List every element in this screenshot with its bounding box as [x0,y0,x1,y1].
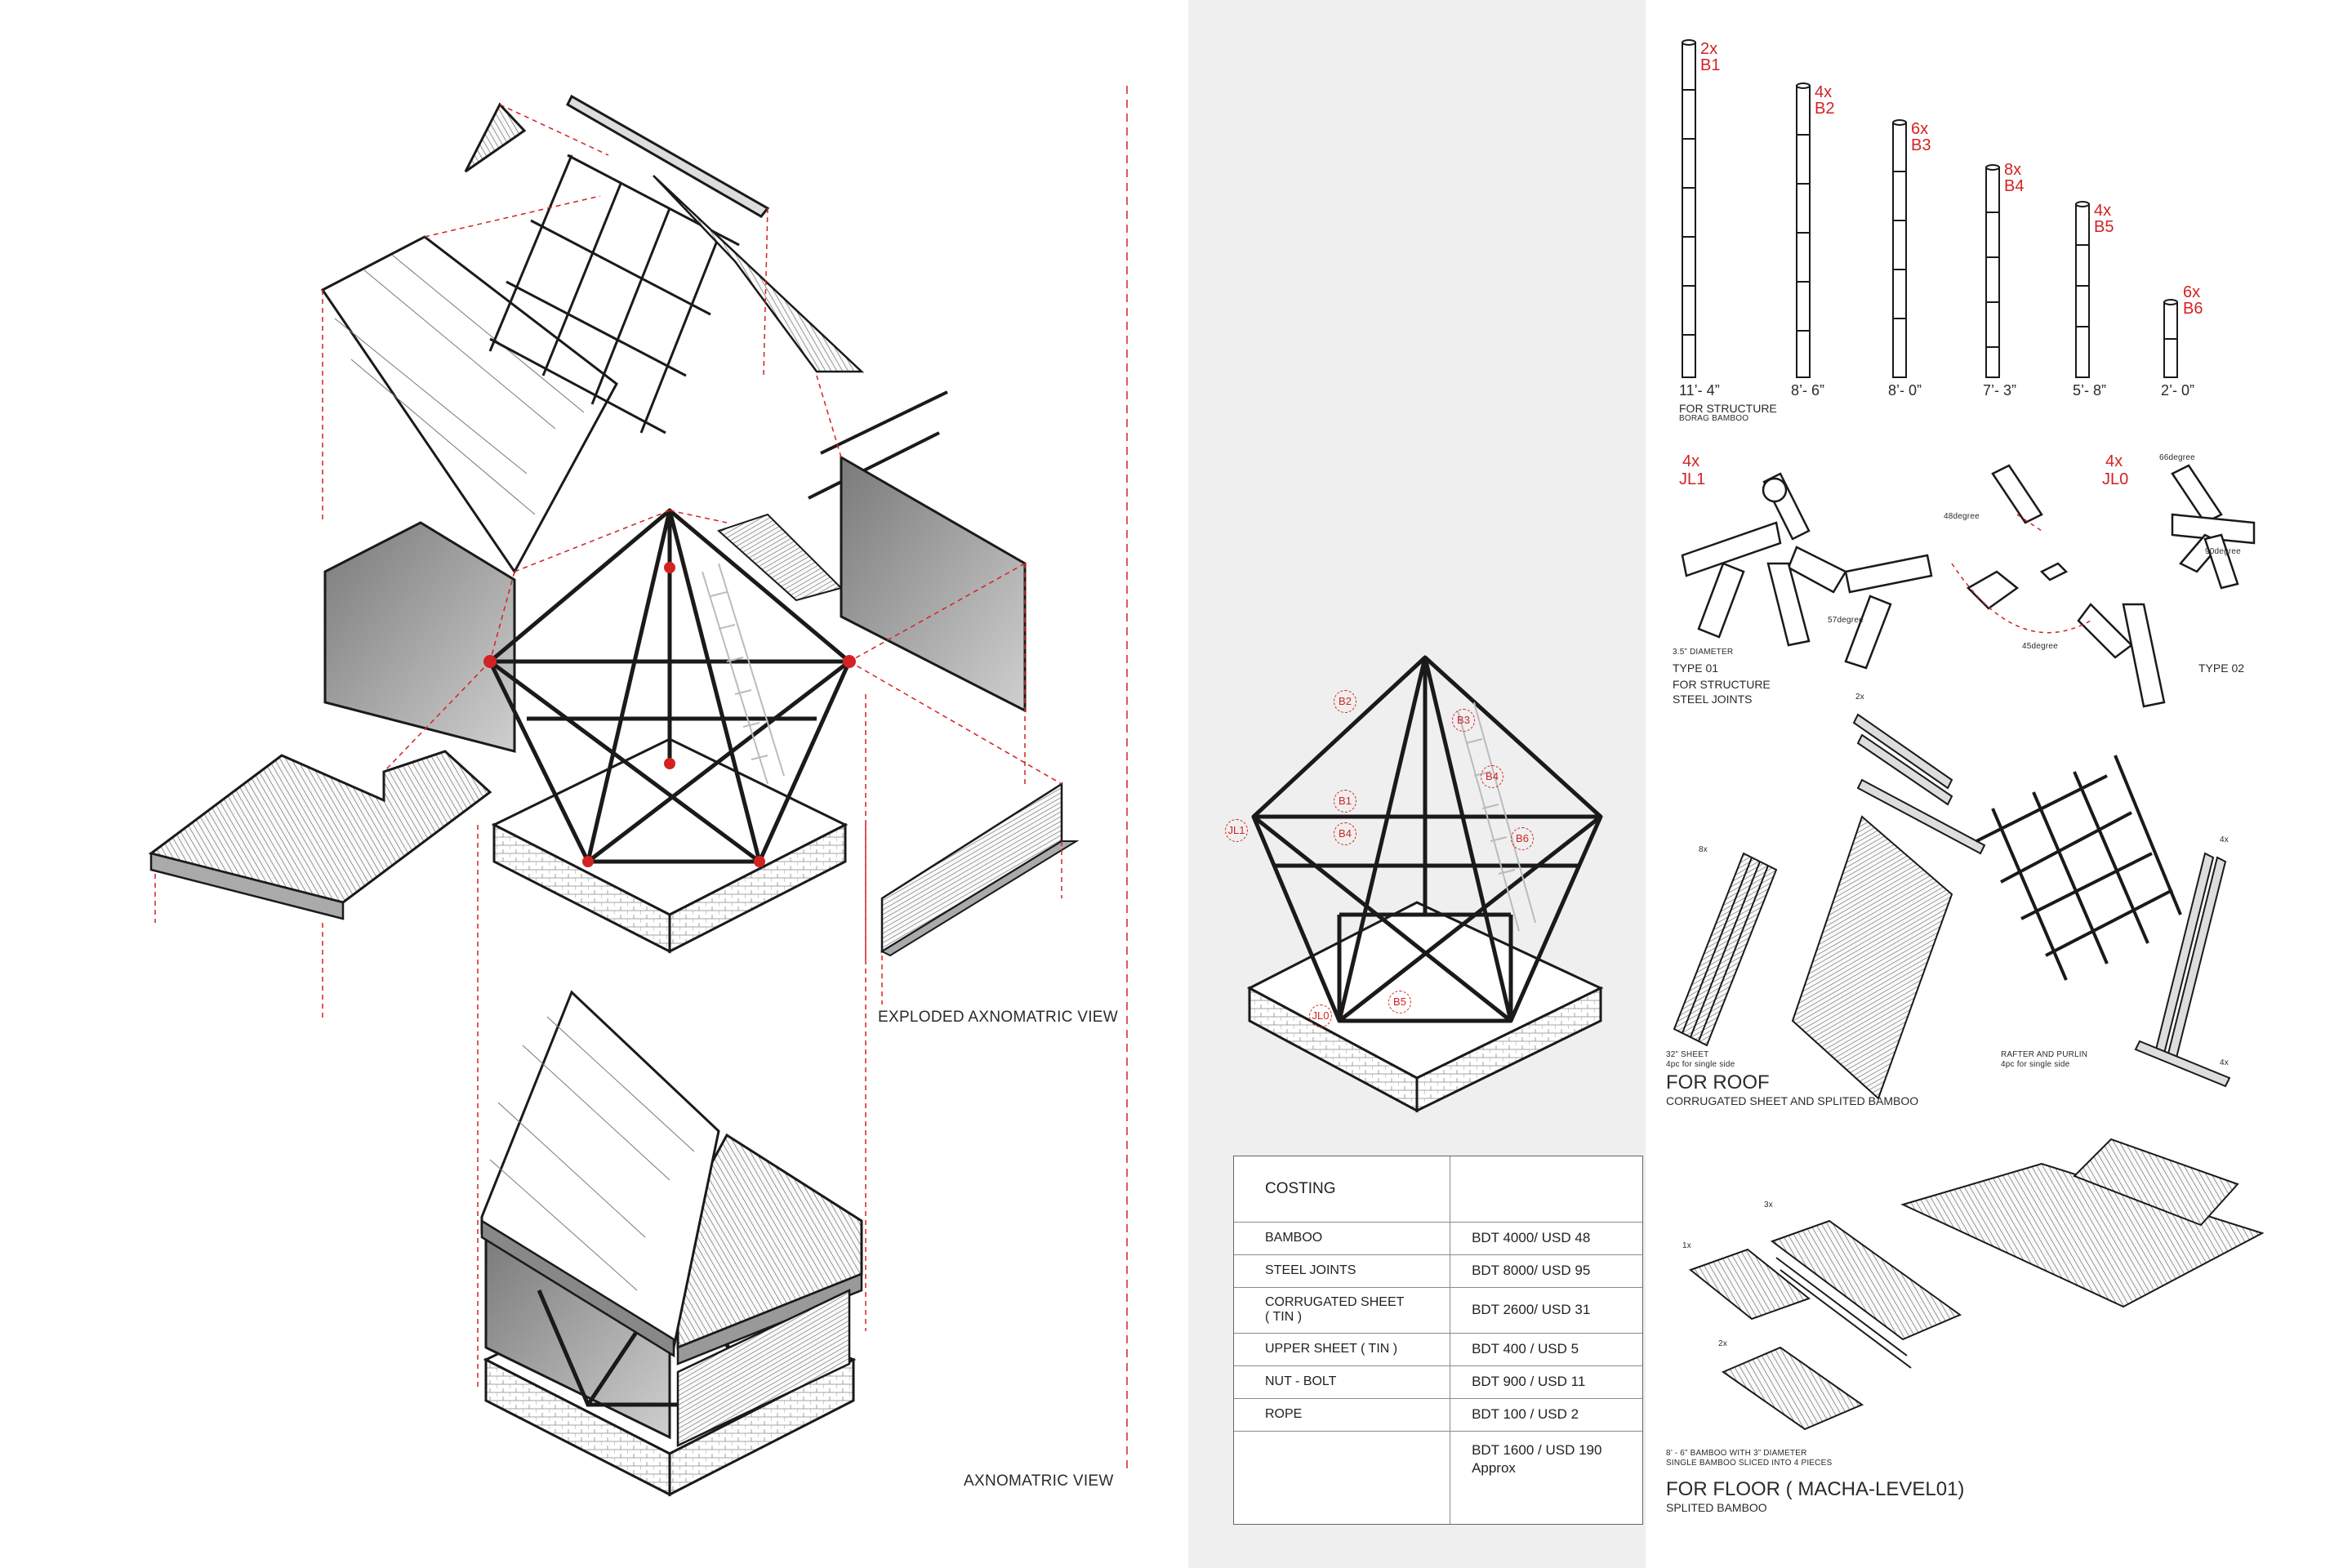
floor-count-1x: 1x [1682,1241,1691,1250]
bamboo-b2-count: 4x [1815,83,1833,101]
tag-jl1: JL1 [1225,819,1248,842]
roof-count-right1: 4x [2220,835,2229,844]
jl0-code: JL0 [2102,470,2129,488]
roof-sheet-label: 32” SHEET [1666,1050,1709,1059]
roof-title: FOR ROOF [1666,1071,1770,1094]
bamboo-b4-length: 7’- 3” [1983,382,2017,399]
label-48degree: 48degree [1944,512,1980,521]
bamboo-b4-code: B4 [2004,177,2025,195]
tag-b2: B2 [1334,690,1356,713]
label-90degree: 90degree [2205,547,2241,556]
bamboo-poles [1682,39,2178,378]
cost-value-upper-sheet: BDT 400 / USD 5 [1450,1332,1642,1365]
roof-sheet-sub: 4pc for single side [1666,1060,1735,1069]
jl1-code: JL1 [1679,470,1706,488]
label-66degree: 66degree [2159,453,2195,462]
bamboo-b5-length: 5’- 8” [2073,382,2107,399]
bamboo-b6-count: 6x [2183,283,2201,301]
cost-total: BDT 1600 / USD 190 Approx [1450,1430,1642,1524]
cost-value-nut-bolt: BDT 900 / USD 11 [1450,1365,1642,1398]
costing-table: COSTING BAMBOO BDT 4000/ USD 48 STEEL JO… [1233,1156,1643,1525]
bamboo-b3-count: 6x [1911,120,1929,138]
label-57degree: 57degree [1828,616,1864,625]
cost-total-blank [1234,1430,1450,1524]
bamboo-b3-code: B3 [1911,136,1931,154]
cost-item-corrugated-sheet: CORRUGATED SHEET ( TIN ) [1234,1286,1450,1333]
floor-pieces-drawing [1688,1138,2265,1431]
roof-count-sheets: 8x [1699,845,1708,854]
cost-value-bamboo: BDT 4000/ USD 48 [1450,1221,1642,1254]
bamboo-b1-count: 2x [1700,40,1718,58]
roof-count-right2: 4x [2220,1058,2229,1067]
cost-item-upper-sheet: UPPER SHEET ( TIN ) [1234,1332,1450,1365]
floor-sub: SPLITED BAMBOO [1666,1501,1767,1514]
joint-caption1: FOR STRUCTURE [1673,678,1771,691]
tag-b4-left: B4 [1334,822,1356,845]
joint-caption2: STEEL JOINTS [1673,693,1753,706]
cost-item-steel-joints: STEEL JOINTS [1234,1254,1450,1287]
label-45degree: 45degree [2022,642,2058,651]
cost-value-corrugated-sheet: BDT 2600/ USD 31 [1450,1286,1642,1333]
cost-item-nut-bolt: NUT - BOLT [1234,1365,1450,1398]
tag-b6: B6 [1511,827,1534,850]
bamboo-b6-code: B6 [2183,300,2203,318]
tag-b3: B3 [1452,709,1475,732]
bamboo-b3-length: 8’- 0” [1888,382,1922,399]
bamboo-caption: FOR STRUCTURE [1679,402,1777,415]
steel-joints-drawing [1681,464,2256,708]
roof-pieces-drawing [1673,713,2231,1100]
exploded-view-title: EXPLODED AXNOMATRIC VIEW [878,1009,1119,1026]
cost-value-rope: BDT 100 / USD 2 [1450,1397,1642,1431]
bamboo-sub: BORAG BAMBOO [1679,414,1749,423]
joint-type02: TYPE 02 [2198,662,2245,675]
bamboo-b2-length: 8’- 6” [1791,382,1825,399]
cost-total-value: BDT 1600 / USD 190 [1472,1441,1602,1458]
floor-count-2x: 2x [1718,1339,1727,1348]
tag-jl0: JL0 [1309,1004,1332,1027]
floor-title: FOR FLOOR ( MACHA-LEVEL01) [1666,1478,1965,1500]
assembled-axonometric-drawing [480,990,863,1497]
costing-title: COSTING [1265,1179,1336,1197]
axonometric-view-title: AXNOMATRIC VIEW [964,1472,1114,1490]
cost-item-rope: ROPE [1234,1397,1450,1431]
floor-label: 8’ - 6” BAMBOO WITH 3” DIAMETER [1666,1449,1807,1458]
floor-label-sub: SINGLE BAMBOO SLICED INTO 4 PIECES [1666,1459,1833,1468]
jl0-count: 4x [2105,452,2123,470]
jl1-count: 4x [1682,452,1700,470]
joint-diameter: 3.5” DIAMETER [1673,648,1734,657]
cost-total-note: Approx [1472,1459,1516,1476]
rafter-label: RAFTER AND PURLIN [2001,1050,2088,1059]
floor-count-3x: 3x [1764,1200,1773,1209]
tag-b4-right: B4 [1481,765,1503,788]
joint-type01: TYPE 01 [1673,662,1719,675]
bamboo-b4-count: 8x [2004,161,2022,179]
roof-count-top: 2x [1855,693,1864,702]
costing-title-blank [1450,1156,1642,1222]
rafter-sub: 4pc for single side [2001,1060,2070,1069]
bamboo-b1-code: B1 [1700,56,1721,74]
bamboo-b6-length: 2’- 0” [2161,382,2195,399]
bamboo-b5-count: 4x [2094,202,2112,220]
tag-b5: B5 [1388,991,1411,1013]
bamboo-b2-code: B2 [1815,100,1835,118]
bamboo-b1-length: 11’- 4” [1679,382,1720,399]
cost-item-bamboo: BAMBOO [1234,1221,1450,1254]
roof-sub: CORRUGATED SHEET AND SPLITED BAMBOO [1666,1094,1919,1107]
exploded-axonometric-drawing [148,86,1128,1470]
cost-value-steel-joints: BDT 8000/ USD 95 [1450,1254,1642,1287]
bamboo-b5-code: B5 [2094,218,2114,236]
tag-b1: B1 [1334,790,1356,813]
